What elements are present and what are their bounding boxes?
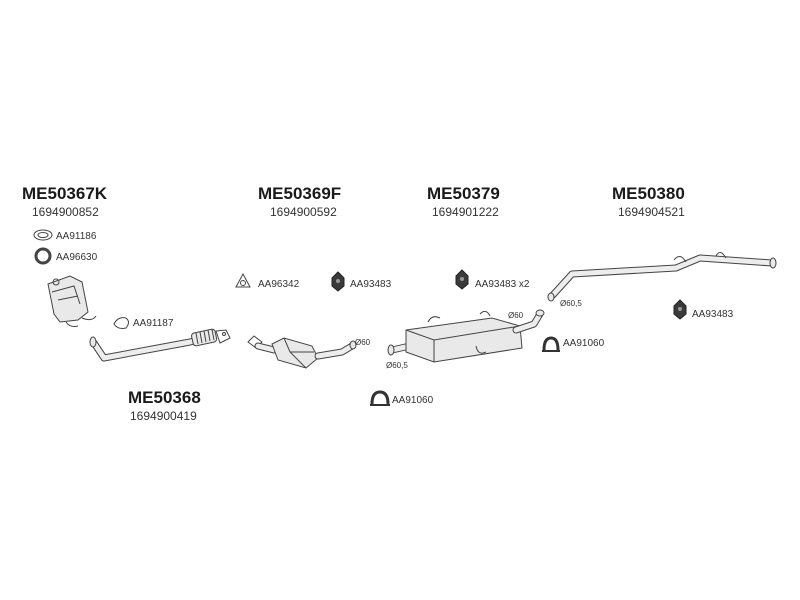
- part-label-aa91187: AA91187: [133, 318, 174, 329]
- particulate-filter-icon: [47, 275, 97, 327]
- front-pipe-icon: [89, 328, 231, 362]
- diameter-label-muffler-outlet: Ø60: [508, 311, 524, 320]
- assembly-oe-me50369f: 1694900592: [270, 205, 337, 219]
- diameter-label-cat-outlet: Ø60: [355, 338, 371, 347]
- sealing-ring-icon: [34, 247, 52, 265]
- assembly-code-me50379: ME50379: [427, 184, 500, 203]
- tail-pipe-icon: [547, 252, 777, 302]
- diameter-label-muffler-inlet: Ø60,5: [386, 361, 408, 370]
- assembly-oe-me50368: 1694900419: [130, 409, 197, 423]
- assembly-code-me50368: ME50368: [128, 388, 201, 407]
- rubber-mount-icon: [673, 299, 687, 320]
- assembly-code-me50380: ME50380: [612, 184, 685, 203]
- part-label-aa91186: AA91186: [56, 231, 97, 242]
- gasket-icon: [113, 317, 129, 329]
- assembly-code-me50369f: ME50369F: [258, 184, 341, 203]
- gasket-icon: [235, 272, 251, 288]
- part-label-aa93483-x2: AA93483 x2: [475, 279, 530, 290]
- part-label-aa93483: AA93483: [350, 279, 392, 290]
- gasket-icon: [33, 229, 53, 241]
- assembly-code-me50367k: ME50367K: [22, 184, 108, 203]
- diameter-label-tail-inlet: Ø60,5: [560, 299, 582, 308]
- clamp-icon: [370, 390, 390, 406]
- catalytic-converter-icon: [247, 335, 357, 369]
- part-label-aa91060: AA91060: [392, 395, 434, 406]
- assembly-oe-me50367k: 1694900852: [32, 205, 99, 219]
- clamp-icon: [542, 336, 560, 352]
- part-label-aa93483-b: AA93483: [692, 309, 734, 320]
- middle-muffler-icon: [387, 309, 545, 363]
- part-label-aa91060-b: AA91060: [563, 338, 605, 349]
- assembly-oe-me50380: 1694904521: [618, 205, 685, 219]
- part-label-aa96630: AA96630: [56, 252, 98, 263]
- rubber-mount-icon: [331, 271, 345, 292]
- part-label-aa96342: AA96342: [258, 279, 300, 290]
- rubber-mount-icon: [455, 269, 469, 290]
- assembly-oe-me50379: 1694901222: [432, 205, 499, 219]
